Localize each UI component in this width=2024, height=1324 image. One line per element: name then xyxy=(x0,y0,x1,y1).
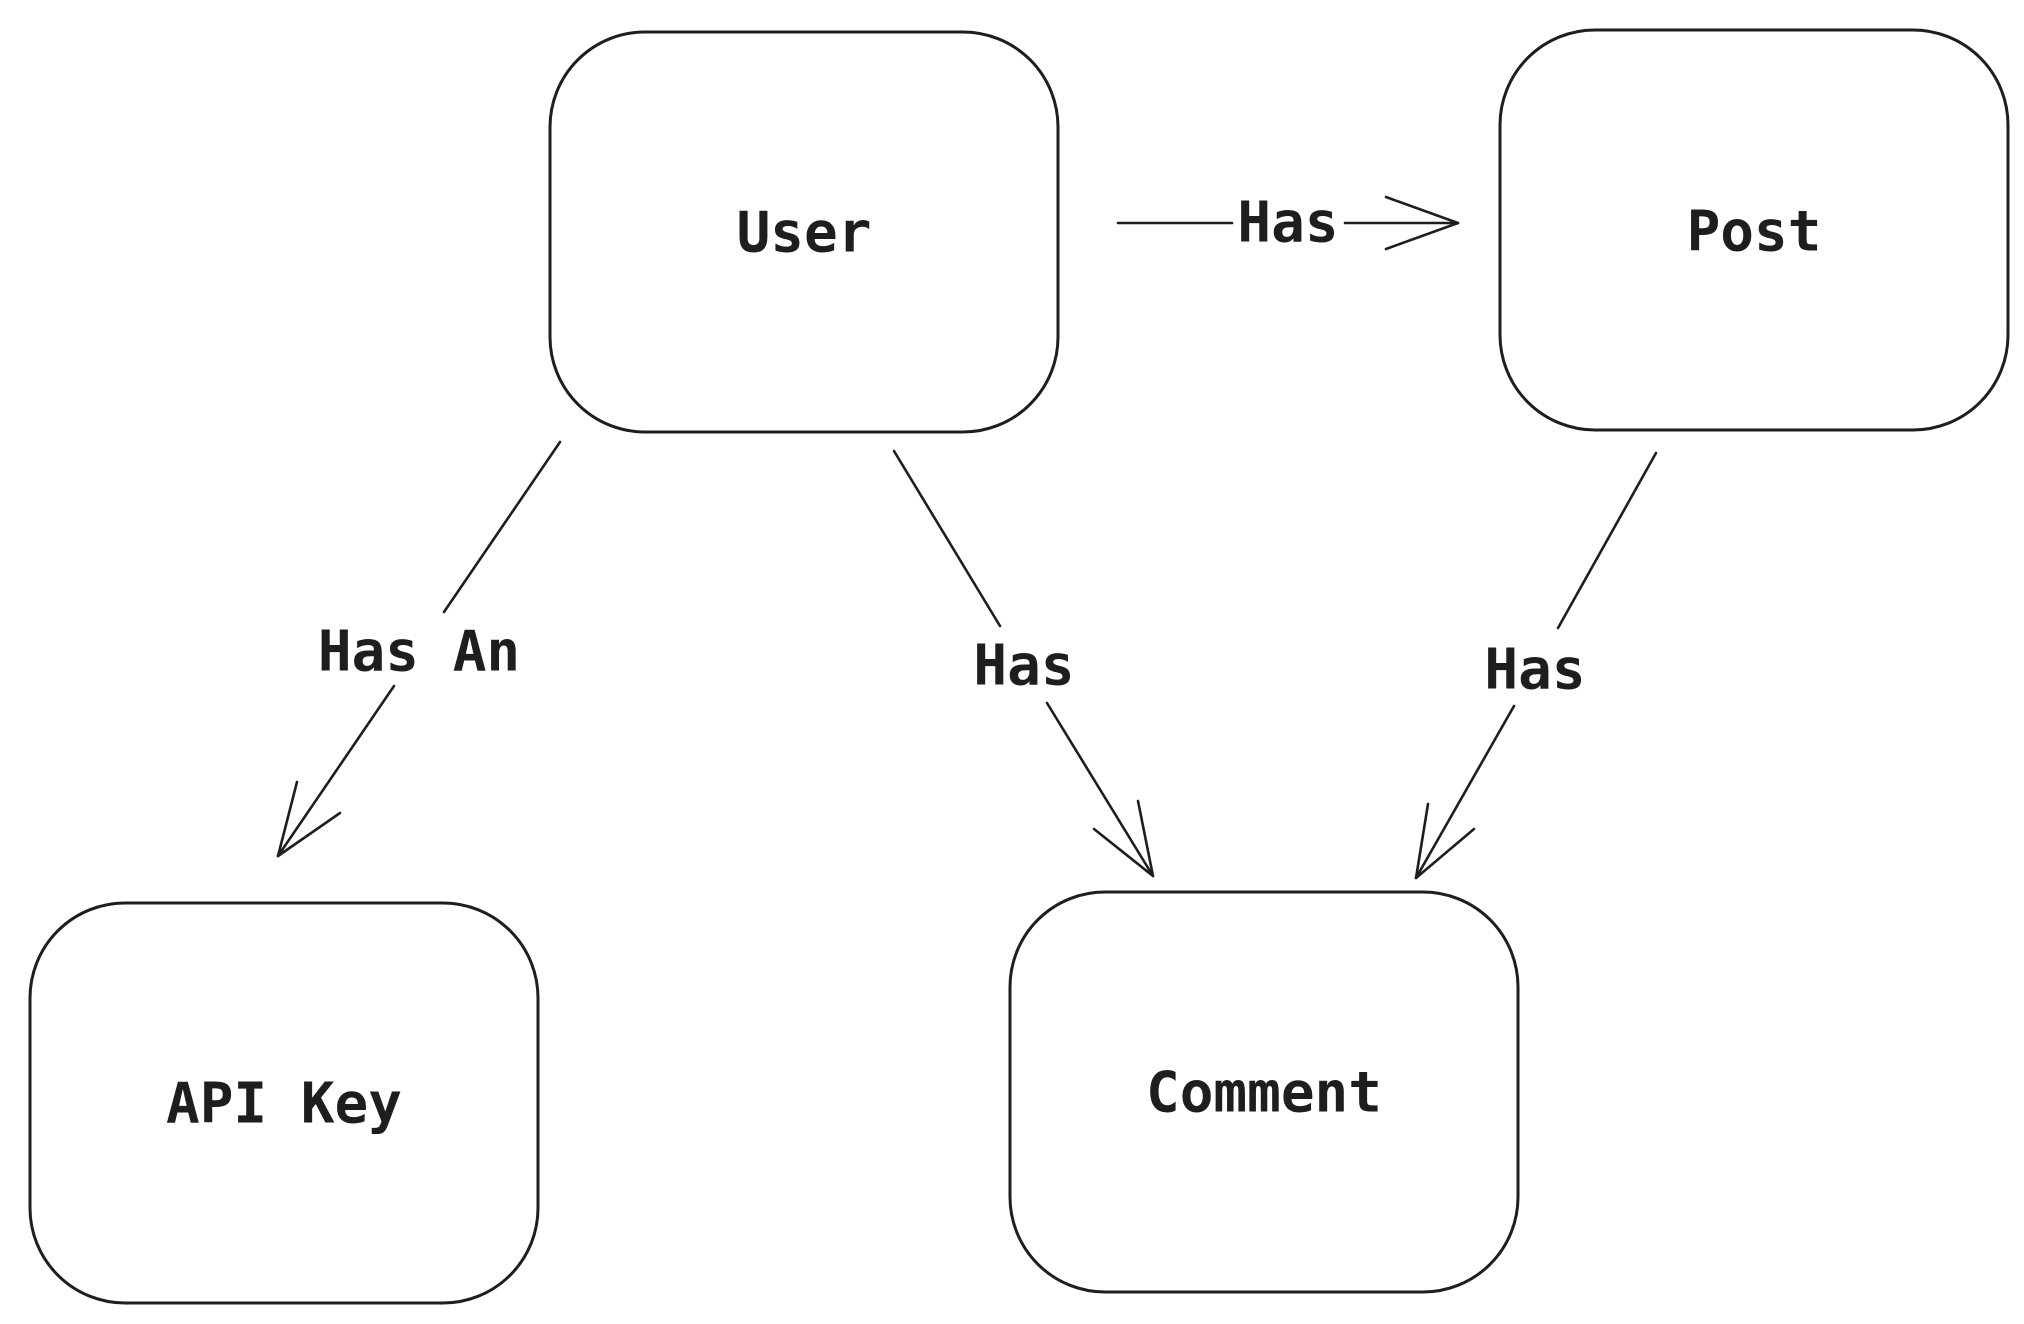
node-comment[interactable]: Comment xyxy=(1008,890,1520,1294)
node-user-box xyxy=(548,30,1060,434)
edge-user-comment[interactable]: Has xyxy=(892,449,1155,878)
edge-post-comment-line-end xyxy=(1414,704,1516,880)
edge-user-post-label: Has xyxy=(1237,191,1338,256)
edge-user-api-key-arrowhead xyxy=(276,780,342,858)
edge-post-comment[interactable]: Has xyxy=(1414,451,1658,880)
node-api-key[interactable]: API Key xyxy=(28,901,540,1305)
node-user-label: User xyxy=(737,201,872,266)
edge-user-api-key-line-end xyxy=(276,684,396,858)
edge-user-comment-line-end xyxy=(1045,701,1155,878)
edge-user-comment-arrowhead xyxy=(1092,799,1155,878)
edge-post-comment-line-start xyxy=(1556,451,1658,630)
edge-user-comment-label: Has xyxy=(973,634,1074,699)
node-api-key-label: API Key xyxy=(166,1072,402,1137)
node-comment-box xyxy=(1008,890,1520,1294)
edge-post-comment-label: Has xyxy=(1484,638,1585,703)
edge-user-api-key-line-start xyxy=(442,440,562,614)
node-post-box xyxy=(1498,28,2010,432)
edge-user-api-key[interactable]: Has An xyxy=(276,440,562,858)
node-api-key-box xyxy=(28,901,540,1305)
node-post[interactable]: Post xyxy=(1498,28,2010,432)
node-user[interactable]: User xyxy=(548,30,1060,434)
edge-post-comment-arrowhead xyxy=(1414,802,1476,880)
edge-user-post-arrowhead xyxy=(1384,195,1460,251)
edge-user-comment-line-start xyxy=(892,449,1002,628)
node-post-label: Post xyxy=(1687,200,1822,265)
edge-user-api-key-label: Has An xyxy=(318,620,520,685)
edge-user-post[interactable]: Has xyxy=(1116,191,1460,256)
node-comment-label: Comment xyxy=(1146,1061,1382,1126)
